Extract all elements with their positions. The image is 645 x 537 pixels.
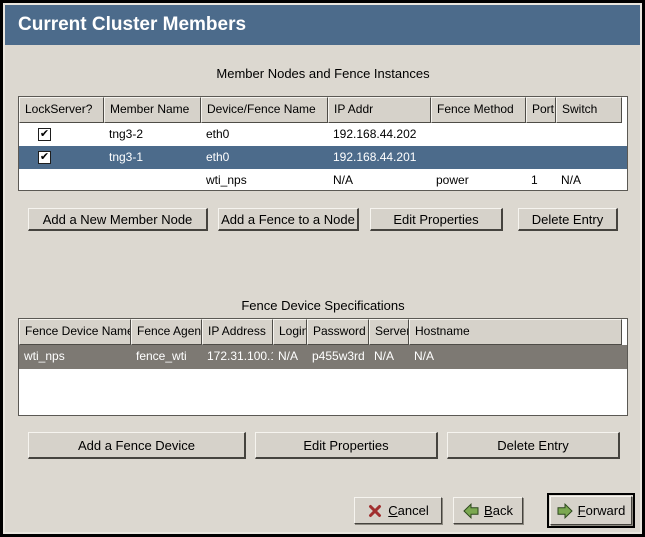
page-title: Current Cluster Members xyxy=(5,5,640,45)
cancel-label: Cancel xyxy=(388,503,429,518)
fence-method-cell: power xyxy=(436,173,469,187)
forward-button[interactable]: Forward xyxy=(547,493,635,528)
add-fence-device-button[interactable]: Add a Fence Device xyxy=(28,432,246,459)
fence-table-header: Fence Device Name Fence Agent IP Address… xyxy=(19,319,627,345)
lockserver-cell: ✔ xyxy=(19,123,104,146)
server-cell: N/A xyxy=(374,349,395,363)
column-header-device-fence-name[interactable]: Device/Fence Name xyxy=(201,97,328,123)
member-name-cell xyxy=(104,169,201,192)
ip-addr-cell: 192.168.44.202 xyxy=(333,127,417,141)
table-row[interactable]: wti_nps N/A power 1 N/A xyxy=(19,169,627,192)
column-header-filler xyxy=(622,319,627,345)
column-header-fence-device-name[interactable]: Fence Device Name xyxy=(19,319,131,345)
login-cell: N/A xyxy=(278,349,299,363)
members-table: LockServer? Member Name Device/Fence Nam… xyxy=(18,96,628,191)
fence-section-title: Fence Device Specifications xyxy=(241,298,405,313)
column-header-ip-addr[interactable]: IP Addr xyxy=(328,97,431,123)
fence-method-cell xyxy=(431,146,526,169)
fence-device-name-cell: wti_nps xyxy=(24,349,65,363)
table-row-selected[interactable]: ✔ tng3-1 eth0 192.168.44.201 xyxy=(19,146,627,169)
red-x-icon xyxy=(369,504,382,517)
back-label: Back xyxy=(484,503,513,518)
column-header-port[interactable]: Port xyxy=(526,97,556,123)
column-header-fence-agent[interactable]: Fence Agent xyxy=(131,319,202,345)
edit-properties-button-fence[interactable]: Edit Properties xyxy=(255,432,438,459)
column-header-server[interactable]: Server xyxy=(369,319,409,345)
member-name-cell: tng3-1 xyxy=(109,150,144,164)
device-fence-name-cell: eth0 xyxy=(206,127,230,141)
column-header-fence-method[interactable]: Fence Method xyxy=(431,97,526,123)
column-header-filler xyxy=(622,97,627,123)
password-cell: p455w3rd xyxy=(312,349,365,363)
port-cell xyxy=(526,123,556,146)
table-row-selected[interactable]: wti_nps fence_wti 172.31.100.1 N/A p455w… xyxy=(19,345,627,369)
members-section-title: Member Nodes and Fence Instances xyxy=(216,66,430,81)
ip-addr-cell: 192.168.44.201 xyxy=(333,150,417,164)
lockserver-checkbox[interactable]: ✔ xyxy=(38,151,51,164)
hostname-cell: N/A xyxy=(414,349,435,363)
ip-address-cell: 172.31.100.1 xyxy=(207,349,273,363)
column-header-password[interactable]: Password xyxy=(307,319,369,345)
member-name-cell: tng3-2 xyxy=(109,127,144,141)
cancel-button[interactable]: Cancel xyxy=(354,497,442,524)
forward-label: Forward xyxy=(577,503,626,518)
table-row[interactable]: ✔ tng3-2 eth0 192.168.44.202 xyxy=(19,123,627,146)
column-header-switch[interactable]: Switch xyxy=(556,97,622,123)
fence-devices-table: Fence Device Name Fence Agent IP Address… xyxy=(18,318,628,416)
add-fence-to-node-button[interactable]: Add a Fence to a Node xyxy=(218,208,359,231)
column-header-member-name[interactable]: Member Name xyxy=(104,97,201,123)
lockserver-cell xyxy=(19,169,104,192)
switch-cell xyxy=(556,146,622,169)
delete-entry-button-fence[interactable]: Delete Entry xyxy=(447,432,620,459)
port-cell xyxy=(526,146,556,169)
column-header-hostname[interactable]: Hostname xyxy=(409,319,622,345)
green-left-arrow-icon xyxy=(463,502,479,519)
lockserver-checkbox[interactable]: ✔ xyxy=(38,128,51,141)
fence-method-cell xyxy=(431,123,526,146)
delete-entry-button-members[interactable]: Delete Entry xyxy=(518,208,618,231)
device-fence-name-cell: wti_nps xyxy=(206,173,247,187)
fence-agent-cell: fence_wti xyxy=(136,349,187,363)
lockserver-cell: ✔ xyxy=(19,146,104,169)
port-cell: 1 xyxy=(531,173,538,187)
device-fence-name-cell: eth0 xyxy=(206,150,230,164)
column-header-ip-address[interactable]: IP Address xyxy=(202,319,273,345)
green-right-arrow-icon xyxy=(557,502,573,519)
edit-properties-button-members[interactable]: Edit Properties xyxy=(370,208,503,231)
switch-cell: N/A xyxy=(561,173,582,187)
column-header-lockserver[interactable]: LockServer? xyxy=(19,97,104,123)
add-new-member-node-button[interactable]: Add a New Member Node xyxy=(28,208,208,231)
column-header-login[interactable]: Login xyxy=(273,319,307,345)
members-table-header: LockServer? Member Name Device/Fence Nam… xyxy=(19,97,627,123)
ip-addr-cell: N/A xyxy=(333,173,354,187)
switch-cell xyxy=(556,123,622,146)
back-button[interactable]: Back xyxy=(453,497,523,524)
